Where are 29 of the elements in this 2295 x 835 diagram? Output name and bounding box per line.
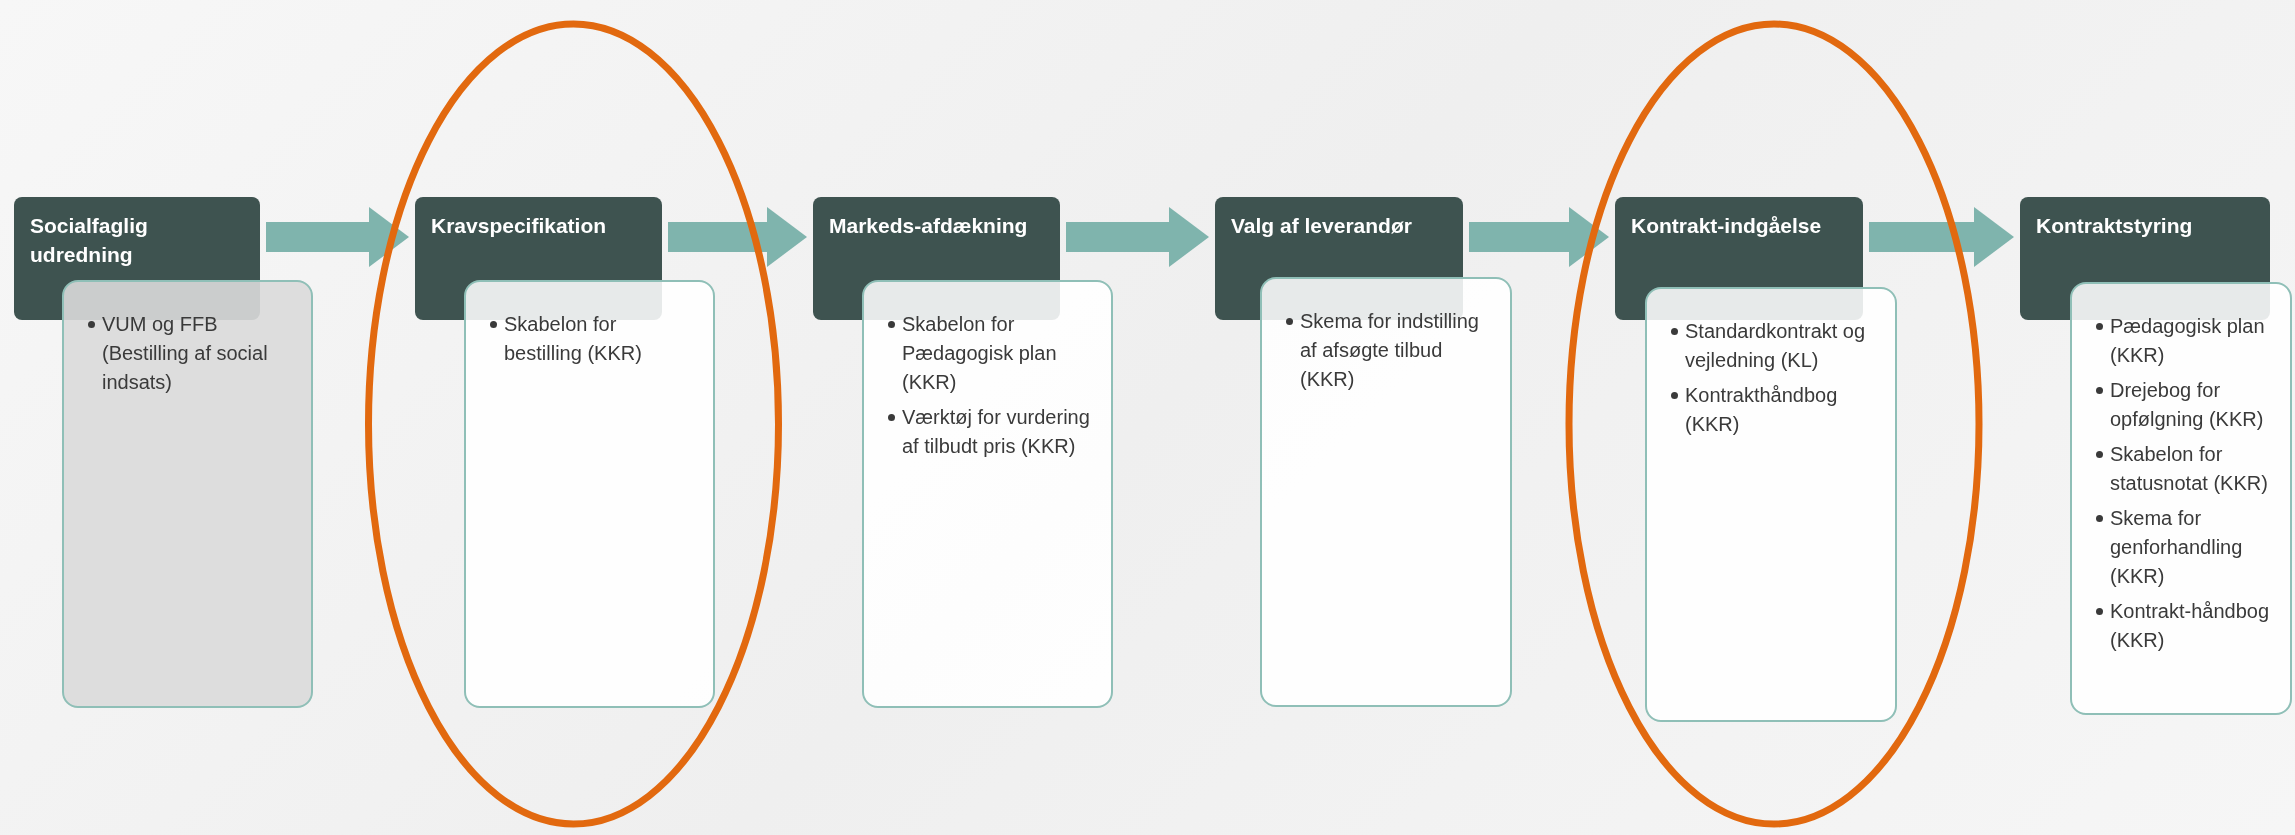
- bullet-text: Værktøj for vurdering af tilbudt pris (KKR): [902, 406, 1090, 457]
- bullet-text: Skema for genforhandling (KKR): [2110, 507, 2243, 587]
- bullet-text: VUM og FFB (Bestilling af social indsats): [102, 313, 268, 393]
- stage-title: Socialfaglig udredning: [30, 213, 149, 268]
- bullet-text: Skabelon for bestilling (KKR): [504, 313, 642, 364]
- block-arrow: [668, 207, 807, 267]
- stage-title: Kontrakt-indgåelse: [1631, 213, 1823, 239]
- stage-title: Kontraktstyring: [2036, 213, 2194, 239]
- bullet-text: Skabelon for Pædagogisk plan (KKR): [902, 313, 1057, 393]
- bullet-text: Skabelon for statusnotat (KKR): [2110, 443, 2268, 494]
- content-card: [862, 280, 1113, 708]
- content-card: [1645, 287, 1897, 722]
- block-arrow: [266, 207, 409, 267]
- bullet-text: Kontrakthåndbog (KKR): [1685, 384, 1838, 435]
- bullet-text: Kontrakt-håndbog (KKR): [2110, 600, 2269, 651]
- bullet-text: Standardkontrakt og vejledning (KL): [1685, 320, 1866, 371]
- stage-title: Valg af leverandør: [1231, 213, 1413, 239]
- block-arrow: [1066, 207, 1209, 267]
- block-arrow: [1869, 207, 2014, 267]
- stage-title: Kravspecifikation: [431, 213, 608, 239]
- content-card: [1260, 277, 1512, 707]
- content-card: [464, 280, 715, 708]
- stage-title: Markeds-afdækning: [829, 213, 1029, 239]
- block-arrow: [1469, 207, 1609, 267]
- bullet-text: Drejebog for opfølgning (KKR): [2110, 379, 2264, 430]
- content-card: [2070, 282, 2292, 715]
- bullet-text: Skema for indstilling af afsøgte tilbud (KKR): [1300, 310, 1479, 390]
- bullet-text: Pædagogisk plan (KKR): [2110, 315, 2265, 366]
- content-card: [62, 280, 313, 708]
